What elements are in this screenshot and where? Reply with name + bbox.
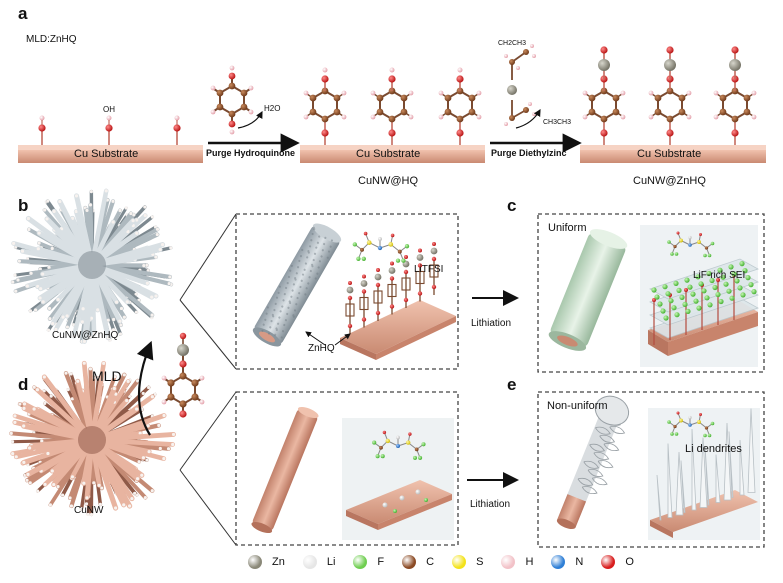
znhq-coated-rod	[252, 223, 342, 347]
legend-label-f: F	[377, 556, 385, 568]
legend-item-c: C	[402, 555, 434, 569]
hq-tethered-molecule	[438, 67, 482, 145]
legend-item-li: Li	[302, 555, 336, 569]
panel-letter-e: e	[507, 375, 517, 394]
panel-letter-a: a	[18, 4, 28, 23]
step2-label: Purge Diethylzinc	[491, 148, 567, 158]
li-dendrites-label: Li dendrites	[685, 443, 742, 455]
ch2ch3-top-label: CH2CH3	[498, 40, 527, 47]
ethane-release-arrow	[515, 108, 541, 129]
nonuniform-label: Non-uniform	[547, 400, 608, 412]
cu-plate-b	[340, 300, 456, 360]
substrate-3	[580, 145, 766, 163]
legend-dot-h	[501, 555, 516, 569]
cunw-znhq-sphere-label: CuNW@ZnHQ	[52, 330, 119, 341]
hq-tethered-molecule	[370, 67, 414, 145]
legend-item-o: O	[601, 555, 634, 569]
znhq-pointer-2	[334, 333, 351, 346]
lif-sei-label: LiF-rich SEI	[693, 270, 746, 281]
hydroquinone-molecule	[210, 65, 254, 135]
mld-znhq-title: MLD:ZnHQ	[26, 34, 77, 45]
sei-block	[640, 225, 759, 367]
zoom-lines	[179, 213, 237, 546]
legend-item-zn: Zn	[248, 555, 285, 569]
hq-tethered-molecule	[303, 67, 347, 145]
panel-letter-b: b	[18, 196, 29, 215]
step1-label: Purge Hydroquinone	[206, 148, 296, 158]
legend-label-h: H	[525, 556, 534, 568]
legend-dot-o	[601, 555, 616, 569]
uniform-li-coated-rod	[548, 229, 628, 351]
legend-label-o: O	[625, 556, 634, 568]
oh-atoms	[38, 115, 181, 132]
znhq-tethered-molecule	[713, 46, 757, 145]
h2o-release-arrow	[237, 110, 263, 129]
znhq-label: ZnHQ	[308, 343, 335, 354]
legend-item-h: H	[501, 555, 533, 569]
li-dendrites	[656, 408, 756, 521]
ch3ch3-label: CH3CH3	[543, 119, 572, 126]
legend-item-s: S	[452, 555, 483, 569]
legend-dot-n	[551, 555, 566, 569]
substrate-2	[300, 145, 485, 163]
znhq-tethered-molecule	[582, 46, 626, 145]
cunw-znhq-label-a: CuNW@ZnHQ	[633, 175, 706, 187]
diethylzinc-molecule	[504, 44, 536, 126]
legend-label-n: N	[575, 556, 584, 568]
substrate-3-label: Cu Substrate	[637, 148, 702, 160]
znhq-tethered-molecule	[648, 46, 692, 145]
panel-letter-c: c	[507, 196, 517, 215]
legend-item-f: F	[353, 555, 384, 569]
legend-dot-f	[353, 555, 368, 569]
lithiation-label-upper: Lithiation	[471, 318, 512, 329]
h2o-label: H2O	[264, 104, 281, 113]
oh-label: OH	[103, 105, 115, 114]
lif-particles	[651, 261, 757, 321]
litfsi-molecule-b	[352, 231, 410, 263]
znhq-unit-molecule	[161, 332, 205, 418]
substrate-1-label: Cu Substrate	[74, 148, 139, 160]
tethered-hq-group	[303, 46, 757, 145]
cunw-sphere-label: CuNW	[74, 505, 104, 516]
znhq-pointer-1	[305, 331, 326, 346]
uniform-label: Uniform	[548, 222, 587, 234]
atom-legend: Zn Li F C S H N O	[248, 552, 768, 572]
substrate-1	[18, 145, 203, 163]
substrate-2-label: Cu Substrate	[356, 148, 421, 160]
dendrite-block	[648, 408, 760, 540]
mld-label: MLD	[92, 368, 122, 384]
legend-label-zn: Zn	[272, 556, 285, 568]
litfsi-molecule-e	[667, 411, 715, 438]
litfsi-molecule-d	[372, 430, 426, 460]
legend-dot-li	[302, 555, 317, 569]
legend-dot-c	[402, 555, 417, 569]
cunw-znhq-sphere	[10, 188, 174, 344]
legend-item-n: N	[551, 555, 583, 569]
dendritic-rod	[556, 395, 630, 530]
bare-cu-rod	[251, 406, 319, 534]
lithiation-label-lower: Lithiation	[470, 499, 511, 510]
legend-dot-zn	[248, 555, 262, 569]
cunw-sphere	[9, 360, 176, 517]
legend-label-li: Li	[326, 556, 336, 568]
litfsi-label: LiTFSI	[414, 264, 444, 275]
legend-dot-s	[452, 555, 467, 569]
legend-label-s: S	[476, 556, 484, 568]
cunw-hq-label: CuNW@HQ	[358, 175, 419, 187]
legend-label-c: C	[426, 556, 435, 568]
litfsi-molecule-c	[667, 231, 715, 258]
panel-letter-d: d	[18, 375, 29, 394]
mld-arrow	[136, 340, 154, 436]
